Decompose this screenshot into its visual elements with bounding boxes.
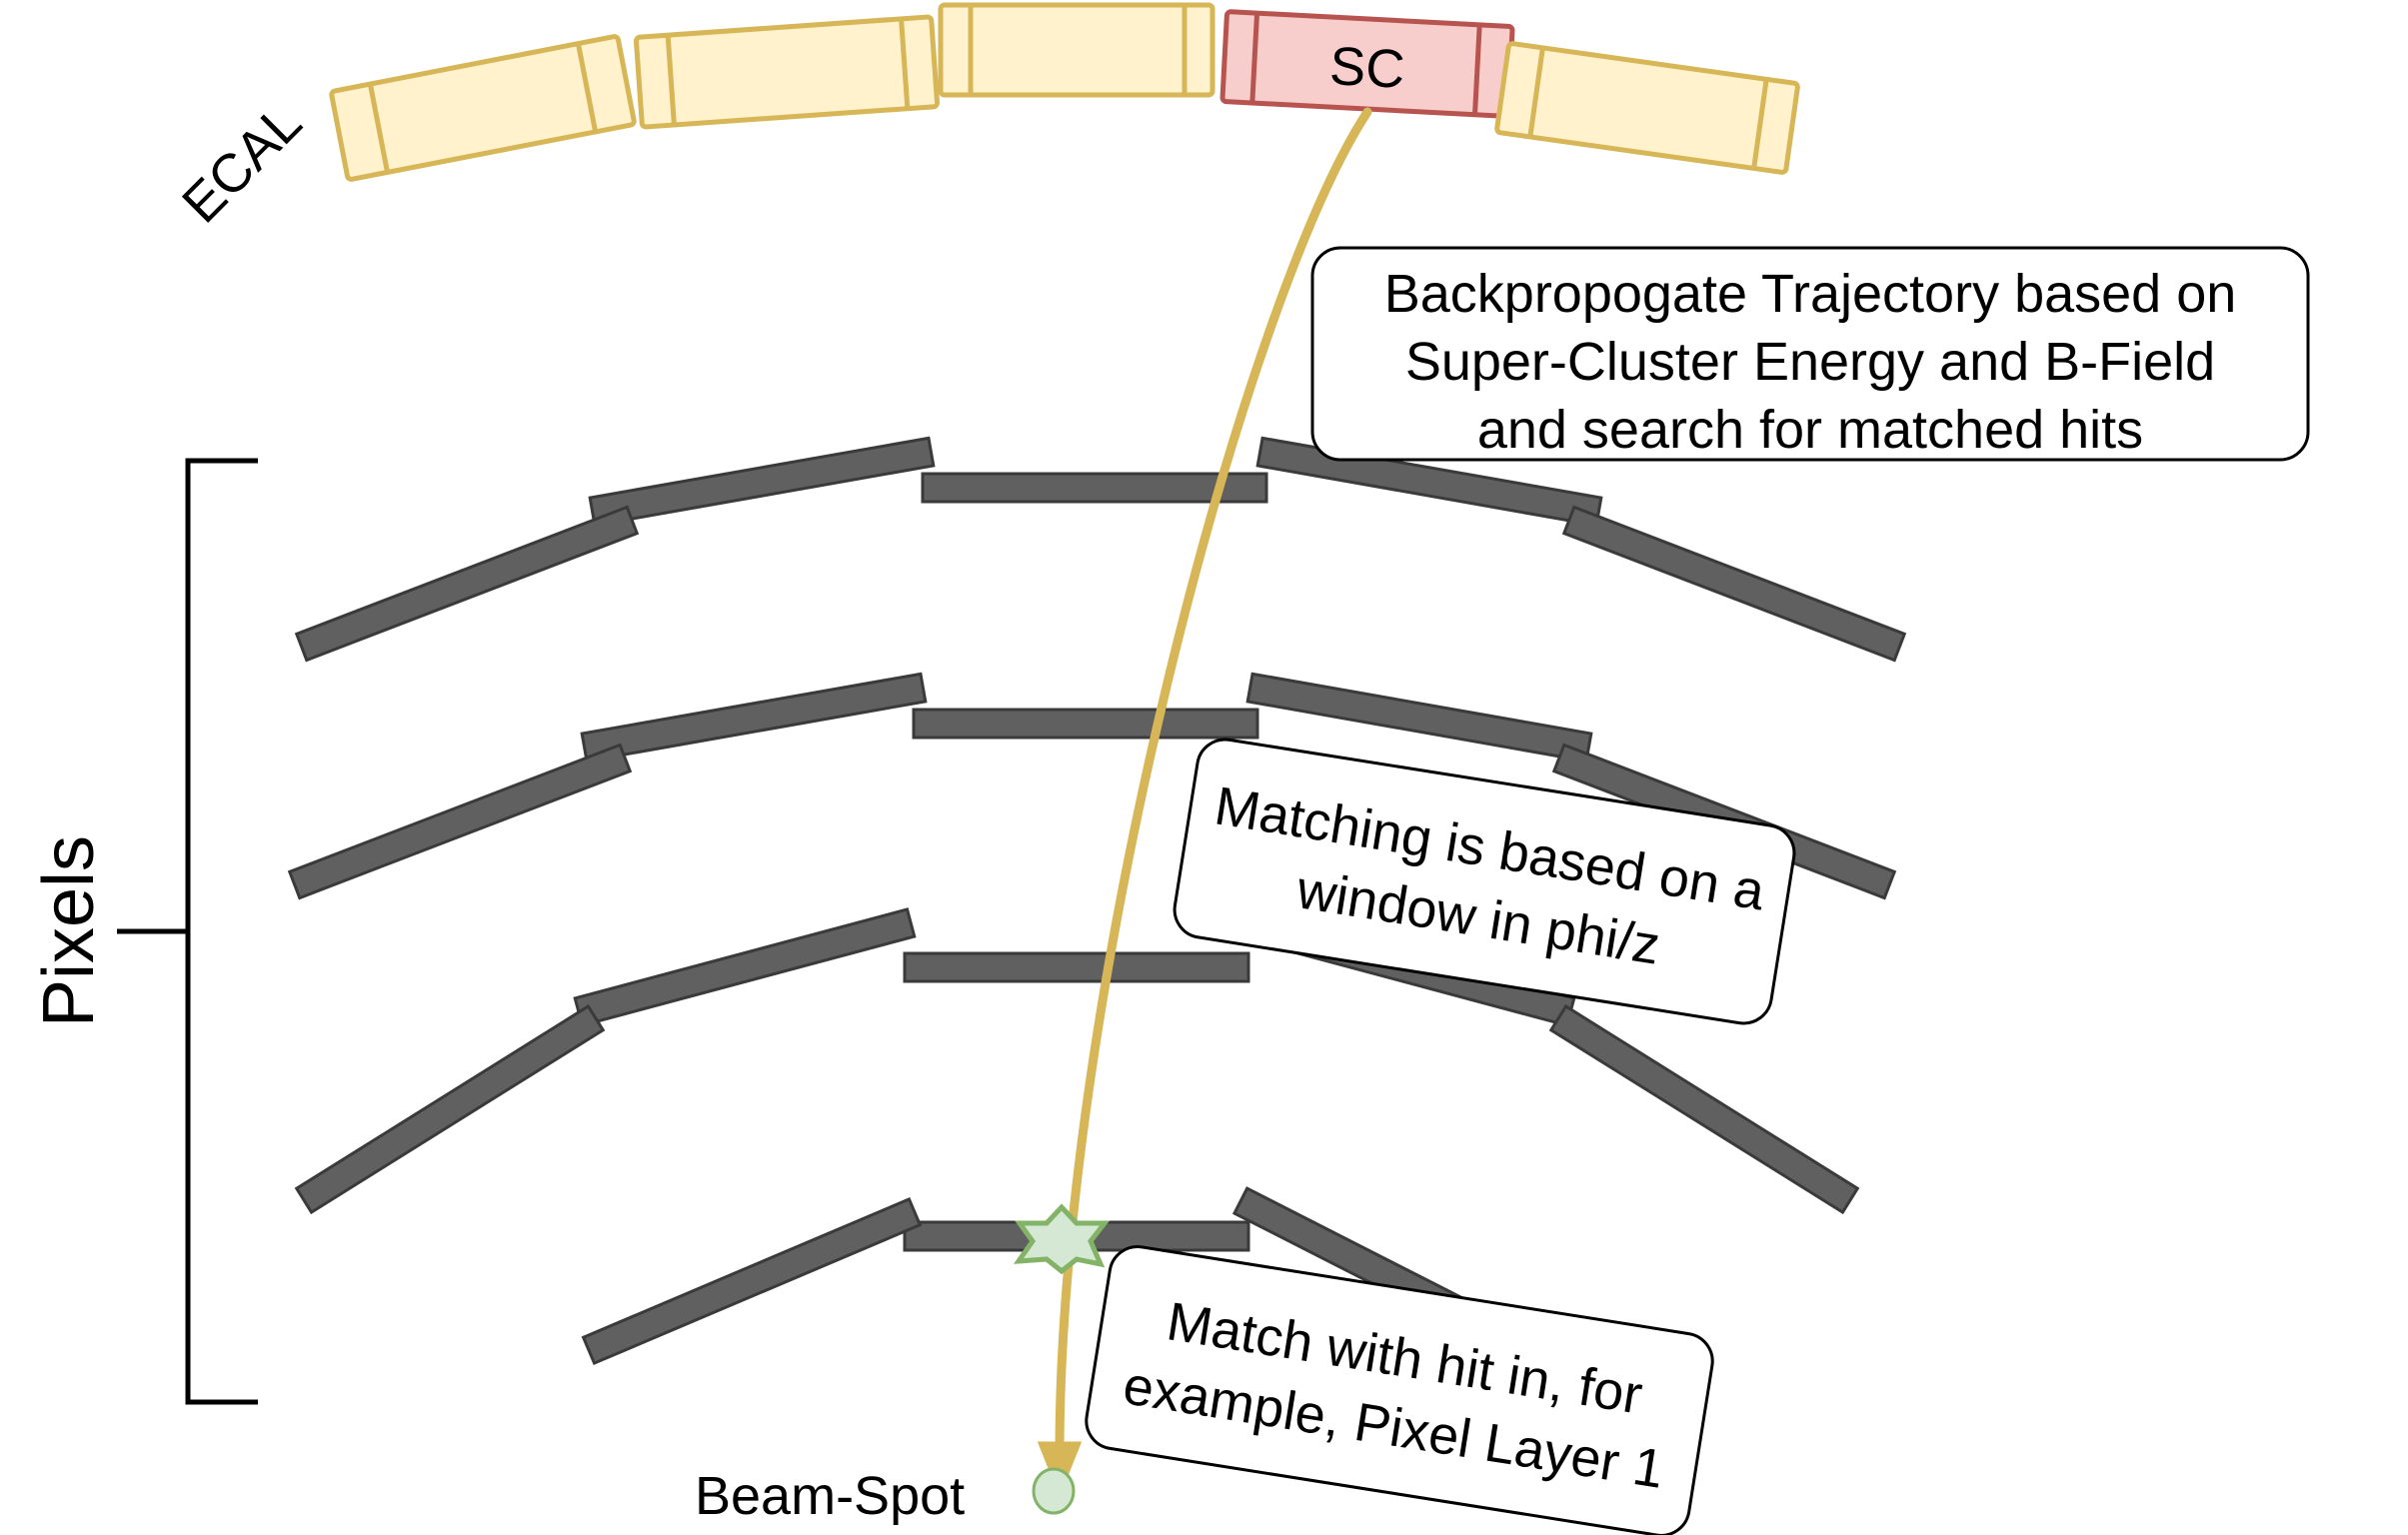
beam-spot-marker: [1032, 1467, 1076, 1515]
pixel-module: [1561, 505, 1907, 663]
pixel-module: [1548, 1003, 1860, 1215]
pixel-module: [588, 436, 936, 528]
ecal-block-4: [1494, 41, 1800, 175]
pixel-module: [581, 1196, 923, 1366]
pixel-layer-outer: [294, 436, 1907, 663]
matched-hit-star: [1013, 1203, 1111, 1275]
ecal-block-2: [633, 14, 941, 130]
pixel-module: [1245, 672, 1593, 764]
ecal-arc: SC ECAL: [171, 2, 1800, 235]
callout-backpropagate-line-1: Backpropogate Trajectory based on: [1384, 264, 2237, 324]
pixel-module: [294, 1003, 606, 1215]
pixel-module: [573, 907, 917, 1027]
sc-label: SC: [1328, 36, 1406, 100]
pixel-module: [287, 743, 633, 900]
callout-backpropagate: Backpropogate Trajectory based on Super-…: [1310, 246, 2310, 462]
ecal-label: ECAL: [171, 92, 313, 234]
ecal-block-3: [938, 2, 1215, 98]
ecal-block-1: [329, 34, 637, 182]
pixel-module: [580, 672, 928, 764]
pixels-bracket: Pixels: [29, 458, 258, 1405]
sc-block: SC: [1219, 9, 1515, 119]
beam-spot-label: Beam-Spot: [695, 1466, 965, 1526]
pixel-module: [921, 472, 1268, 504]
pixels-label: Pixels: [29, 835, 109, 1027]
callout-matching: Matching is based on a window in phi/z: [1173, 738, 1796, 1025]
pixel-detector: [287, 436, 1907, 1376]
pixel-module: [294, 505, 640, 663]
callout-backpropagate-line-3: and search for matched hits: [1477, 400, 2143, 460]
beam-spot: Beam-Spot: [695, 1466, 1076, 1526]
callout-backpropagate-line-2: Super-Cluster Energy and B-Field: [1405, 332, 2215, 392]
pixel-module: [912, 708, 1259, 740]
pixel-module: [903, 951, 1250, 983]
callout-match-hit: Match with hit in, for example, Pixel La…: [1085, 1245, 1714, 1535]
